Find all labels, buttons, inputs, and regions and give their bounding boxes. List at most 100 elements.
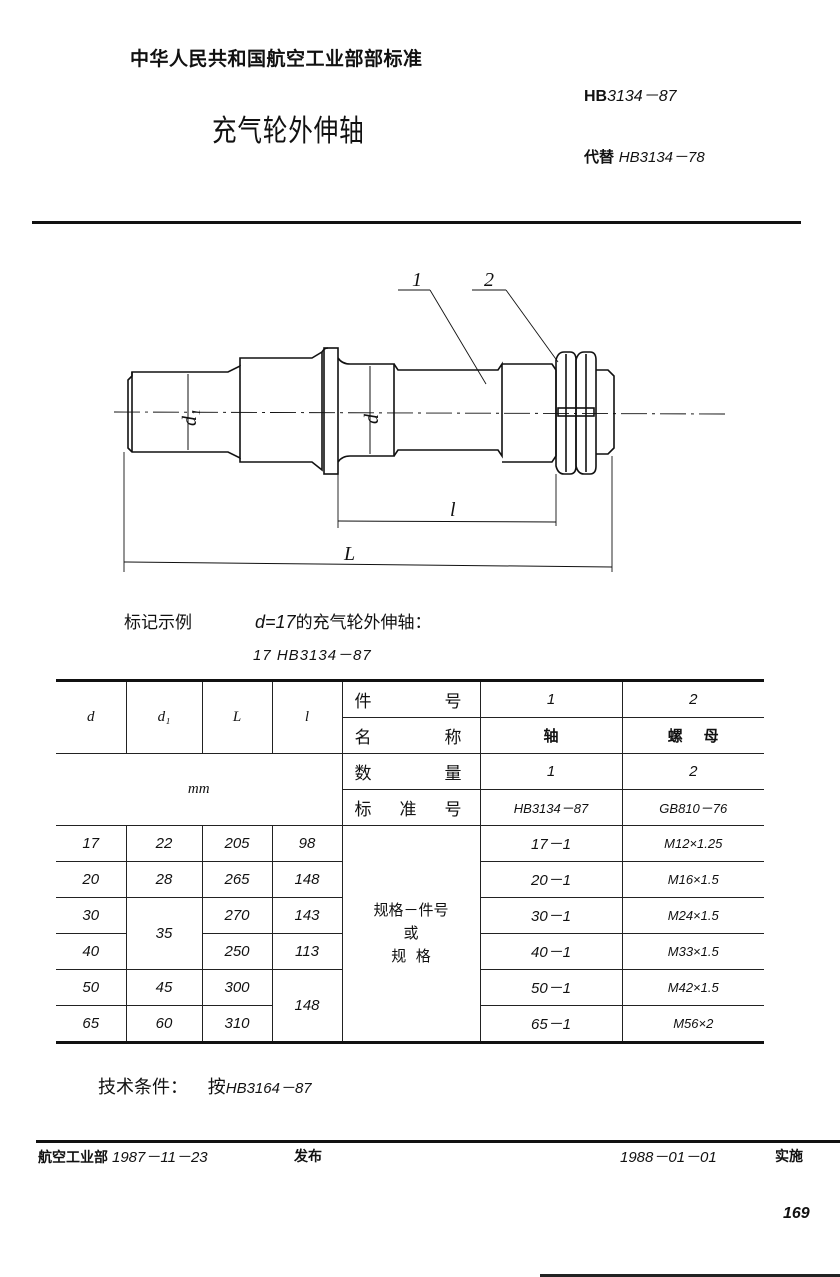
cell-part2: M42×1.5: [621, 969, 764, 1006]
page-number: 169: [783, 1205, 810, 1222]
example-desc: 的充气轮外伸轴：: [295, 613, 432, 633]
cell-l-merged: 148: [271, 969, 343, 1043]
cell-part2: M12×1.25: [621, 825, 764, 862]
cell-d1: 28: [125, 861, 203, 898]
quantity-2: 2: [621, 753, 764, 790]
spec-label-line1: 规格－件号: [373, 901, 449, 919]
cell-l: 98: [271, 825, 343, 862]
cell-L: 265: [201, 861, 273, 898]
table-header-row: d d₁ L l 件号 1 2: [56, 680, 764, 754]
table-row-standard: 标准号 HB3134－87 GB810－76: [56, 789, 764, 826]
callout-2: 2: [484, 269, 494, 291]
cell-part1: 30－1: [479, 897, 623, 934]
cell-l: 143: [271, 897, 343, 934]
example-var: d: [255, 612, 266, 632]
shaft-technical-drawing: 1 2 d₁ d l L: [113, 269, 729, 572]
spec-label-line3: 规 格: [391, 947, 431, 965]
cell-d: 50: [56, 969, 127, 1006]
dim-d-label: d: [361, 413, 383, 424]
table-row-quantity: mm 数量 1 2: [56, 753, 764, 826]
cell-L: 300: [201, 969, 273, 1006]
label-name: 名称: [342, 717, 481, 754]
callout-1: 1: [412, 269, 422, 291]
header-d1: d₁: [125, 680, 203, 754]
label-standard-no: 标准号: [342, 789, 481, 826]
dim-L-label: L: [343, 543, 355, 565]
cell-d: 17: [56, 825, 127, 862]
marking-example-code: 17 HB3134－87: [253, 647, 372, 664]
cell-d1-merged: 35: [125, 897, 203, 970]
footer-rule: [36, 1140, 840, 1143]
label-part-no: 件号: [341, 680, 481, 718]
part-name-1: 轴: [479, 717, 623, 754]
marking-example-description: d=17的充气轮外伸轴：: [255, 608, 432, 633]
cell-l: 113: [271, 933, 343, 970]
spec-label-line2: 或: [403, 924, 419, 942]
cell-l: 148: [271, 861, 343, 898]
cell-part1: 20－1: [479, 861, 623, 898]
effective-date: 1988－01－01: [620, 1149, 717, 1166]
table-row: 50 45 300 148 50－1 M42×1.5: [56, 969, 764, 1043]
table-row: 65 60 310 65－1 M56×2: [56, 1005, 764, 1043]
part-no-1: 1: [479, 680, 623, 718]
header-l: l: [271, 680, 343, 754]
part-no-2: 2: [621, 680, 764, 718]
cell-part2: M33×1.5: [621, 933, 764, 970]
unit-mm: mm: [56, 753, 343, 826]
cell-part2: M24×1.5: [621, 897, 764, 934]
tech-label: 技术条件：: [98, 1077, 188, 1098]
dim-d1-label: d₁: [179, 409, 201, 426]
issuing-organization: 中华人民共和国航空工业部部标准: [130, 48, 423, 70]
issued-label: 发布: [294, 1149, 322, 1165]
tech-ref: HB3164－87: [225, 1080, 312, 1097]
cell-L: 270: [201, 897, 273, 934]
header-L: L: [201, 680, 273, 754]
cell-part1: 40－1: [479, 933, 623, 970]
header-d: d: [56, 680, 127, 754]
cell-part1: 65－1: [479, 1005, 623, 1043]
dim-l-label: l: [450, 499, 456, 521]
cell-d1: 22: [125, 825, 203, 862]
standard-prefix: HB: [584, 88, 608, 105]
cell-part1: 17－1: [479, 825, 623, 862]
header-rule: [32, 221, 801, 224]
cell-part2: M16×1.5: [621, 861, 764, 898]
cell-d1: 45: [125, 969, 203, 1006]
issuer: 航空工业部: [38, 1150, 108, 1166]
effective-label: 实施: [775, 1149, 803, 1165]
specification-table: d d₁ L l 件号 1 2 名称 轴 螺 母 mm 数量 1 2 标准号 H…: [56, 679, 764, 1044]
standard-no-1: HB3134－87: [479, 789, 623, 826]
page-bottom-edge: [540, 1274, 840, 1277]
replaces-standard: 代替 HB3134－78: [584, 146, 705, 167]
table-row-name: 名称 轴 螺 母: [56, 717, 764, 754]
document-title: 充气轮外伸轴: [212, 114, 365, 149]
standard-no-2: GB810－76: [621, 789, 764, 826]
spec-label: 规格－件号 或 规 格: [341, 825, 481, 1043]
cell-L: 205: [201, 825, 273, 862]
cell-d1: 60: [125, 1005, 203, 1043]
cell-d: 20: [56, 861, 127, 898]
label-quantity: 数量: [341, 753, 481, 790]
cell-part1: 50－1: [479, 969, 623, 1006]
part-name-2: 螺 母: [621, 717, 764, 754]
cell-d: 65: [56, 1005, 127, 1043]
replaces-number: HB3134－78: [618, 149, 705, 166]
table-row: 20 28 265 148 20－1 M16×1.5: [56, 861, 764, 898]
standard-number: HB3134－87: [584, 82, 677, 106]
replaces-label: 代替: [584, 148, 615, 166]
cell-L: 250: [201, 933, 273, 970]
cell-L: 310: [201, 1005, 273, 1043]
technical-conditions: 技术条件： 按HB3164－87: [98, 1073, 312, 1099]
tech-prefix: 按: [207, 1077, 226, 1098]
cell-d: 30: [56, 897, 127, 934]
table-row: 17 22 205 98 规格－件号 或 规 格 17－1 M12×1.25: [56, 825, 764, 1043]
quantity-1: 1: [479, 753, 623, 790]
table-row: 30 35 270 143 30－1 M24×1.5: [56, 897, 764, 970]
cell-d: 40: [56, 933, 127, 970]
standard-number-value: 3134－87: [607, 88, 677, 105]
example-eq: =17: [265, 612, 296, 632]
cell-part2: M56×2: [621, 1005, 764, 1043]
marking-example-label: 标记示例: [124, 613, 192, 633]
issue-date: 1987－11－23: [112, 1149, 208, 1166]
